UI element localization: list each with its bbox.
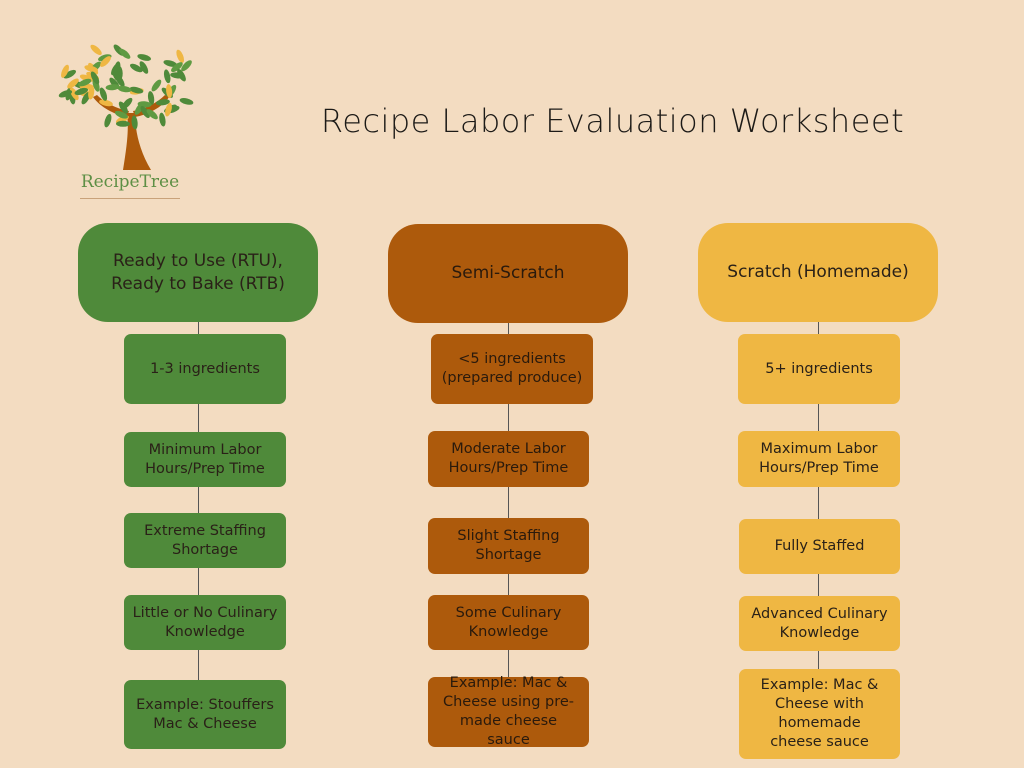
criteria-box: <5 ingredients (prepared produce) <box>431 334 593 404</box>
criteria-box: Moderate Labor Hours/Prep Time <box>428 431 589 487</box>
criteria-box: 1-3 ingredients <box>124 334 286 404</box>
criteria-box: Slight Staffing Shortage <box>428 518 589 574</box>
connector-line <box>818 322 819 669</box>
criteria-box: 5+ ingredients <box>738 334 900 404</box>
logo-text: RecipeTree <box>80 172 180 192</box>
criteria-box: Minimum Labor Hours/Prep Time <box>124 432 286 487</box>
connector-line <box>508 323 509 677</box>
criteria-box: Example: Stouffers Mac & Cheese <box>124 680 286 749</box>
criteria-box: Advanced Culinary Knowledge <box>739 596 900 651</box>
recipetree-logo: RecipeTree <box>55 35 205 210</box>
category-header: Semi-Scratch <box>388 224 628 323</box>
criteria-box: Extreme Staffing Shortage <box>124 513 286 568</box>
logo-divider <box>80 198 180 199</box>
criteria-box: Example: Mac & Cheese using pre-made che… <box>428 675 589 748</box>
criteria-box: Little or No Culinary Knowledge <box>124 595 286 650</box>
page-title: Recipe Labor Evaluation Worksheet <box>320 102 905 140</box>
tree-with-hands-icon <box>58 44 194 170</box>
category-header: Scratch (Homemade) <box>698 223 938 322</box>
criteria-box: Some Culinary Knowledge <box>428 595 589 650</box>
criteria-box: Fully Staffed <box>739 519 900 574</box>
criteria-box: Example: Mac & Cheese with homemade chee… <box>739 669 900 759</box>
category-header: Ready to Use (RTU), Ready to Bake (RTB) <box>78 223 318 322</box>
criteria-box: Maximum Labor Hours/Prep Time <box>738 431 900 487</box>
connector-line <box>198 322 199 680</box>
